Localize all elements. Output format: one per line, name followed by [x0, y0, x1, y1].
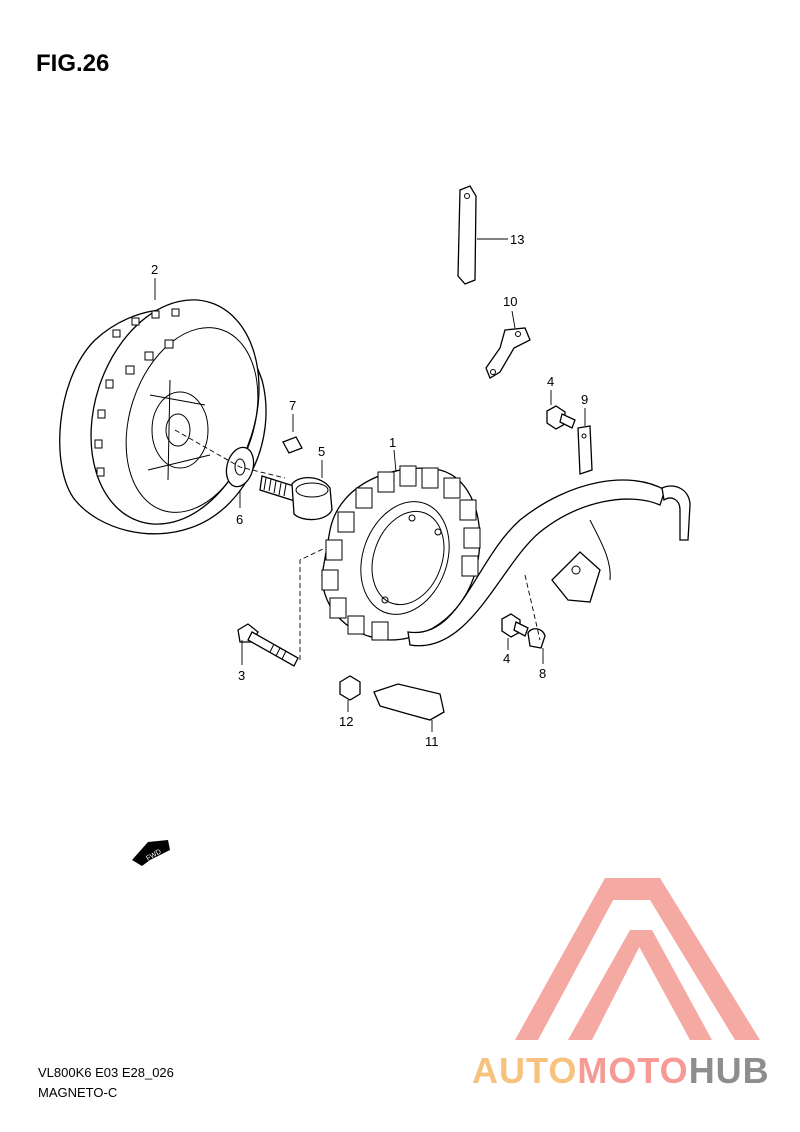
callout-8: 8 [539, 666, 546, 681]
callout-9: 9 [581, 392, 588, 407]
brand-part-hub: HUB [688, 1050, 770, 1091]
stator-coil-teeth [321, 465, 481, 641]
watermark-logo [515, 878, 760, 1040]
leader-lines [154, 238, 586, 732]
callout-6: 6 [236, 512, 243, 527]
callout-11: 11 [425, 734, 439, 749]
callout-4-upper: 4 [547, 374, 554, 389]
watermark-brand-text: AUTOMOTOHUB [472, 1050, 770, 1092]
part-rotor-bolt [259, 475, 333, 521]
footer-section-name: MAGNETO-C [38, 1085, 118, 1100]
part-stator-bolt [237, 623, 299, 667]
part-bolt-lower [501, 613, 529, 638]
callout-4-lower: 4 [503, 651, 510, 666]
callout-1: 1 [389, 435, 396, 450]
figure-title: FIG.26 [36, 50, 110, 77]
footer-model-code: VL800K6 E03 E28_026 [38, 1065, 174, 1080]
part-strap-clamp [577, 425, 593, 475]
part-screw-12 [339, 675, 361, 701]
brand-part-auto: AUTO [472, 1050, 578, 1091]
part-strap-13 [457, 185, 477, 285]
callout-12: 12 [339, 714, 353, 729]
callout-labels: 1 2 3 4 4 5 6 7 8 9 10 11 12 13 [151, 232, 588, 749]
assembly-lines [174, 429, 541, 660]
callout-10: 10 [503, 294, 517, 309]
stator-wire-harness [407, 479, 691, 647]
callout-5: 5 [318, 444, 325, 459]
part-bolt-upper [546, 405, 576, 430]
callout-2: 2 [151, 262, 158, 277]
rotor-magnet-slots [94, 308, 180, 477]
part-rotor [59, 299, 267, 535]
callout-3: 3 [238, 668, 245, 683]
callout-13: 13 [510, 232, 524, 247]
fwd-arrow-icon: FWD [132, 840, 170, 866]
part-stator [321, 465, 481, 641]
part-clamp-small [527, 628, 546, 649]
callout-7: 7 [289, 398, 296, 413]
part-bracket-10 [485, 327, 531, 379]
part-wire-guide [373, 683, 445, 721]
brand-part-moto: MOTO [577, 1050, 689, 1091]
part-key [282, 436, 303, 454]
